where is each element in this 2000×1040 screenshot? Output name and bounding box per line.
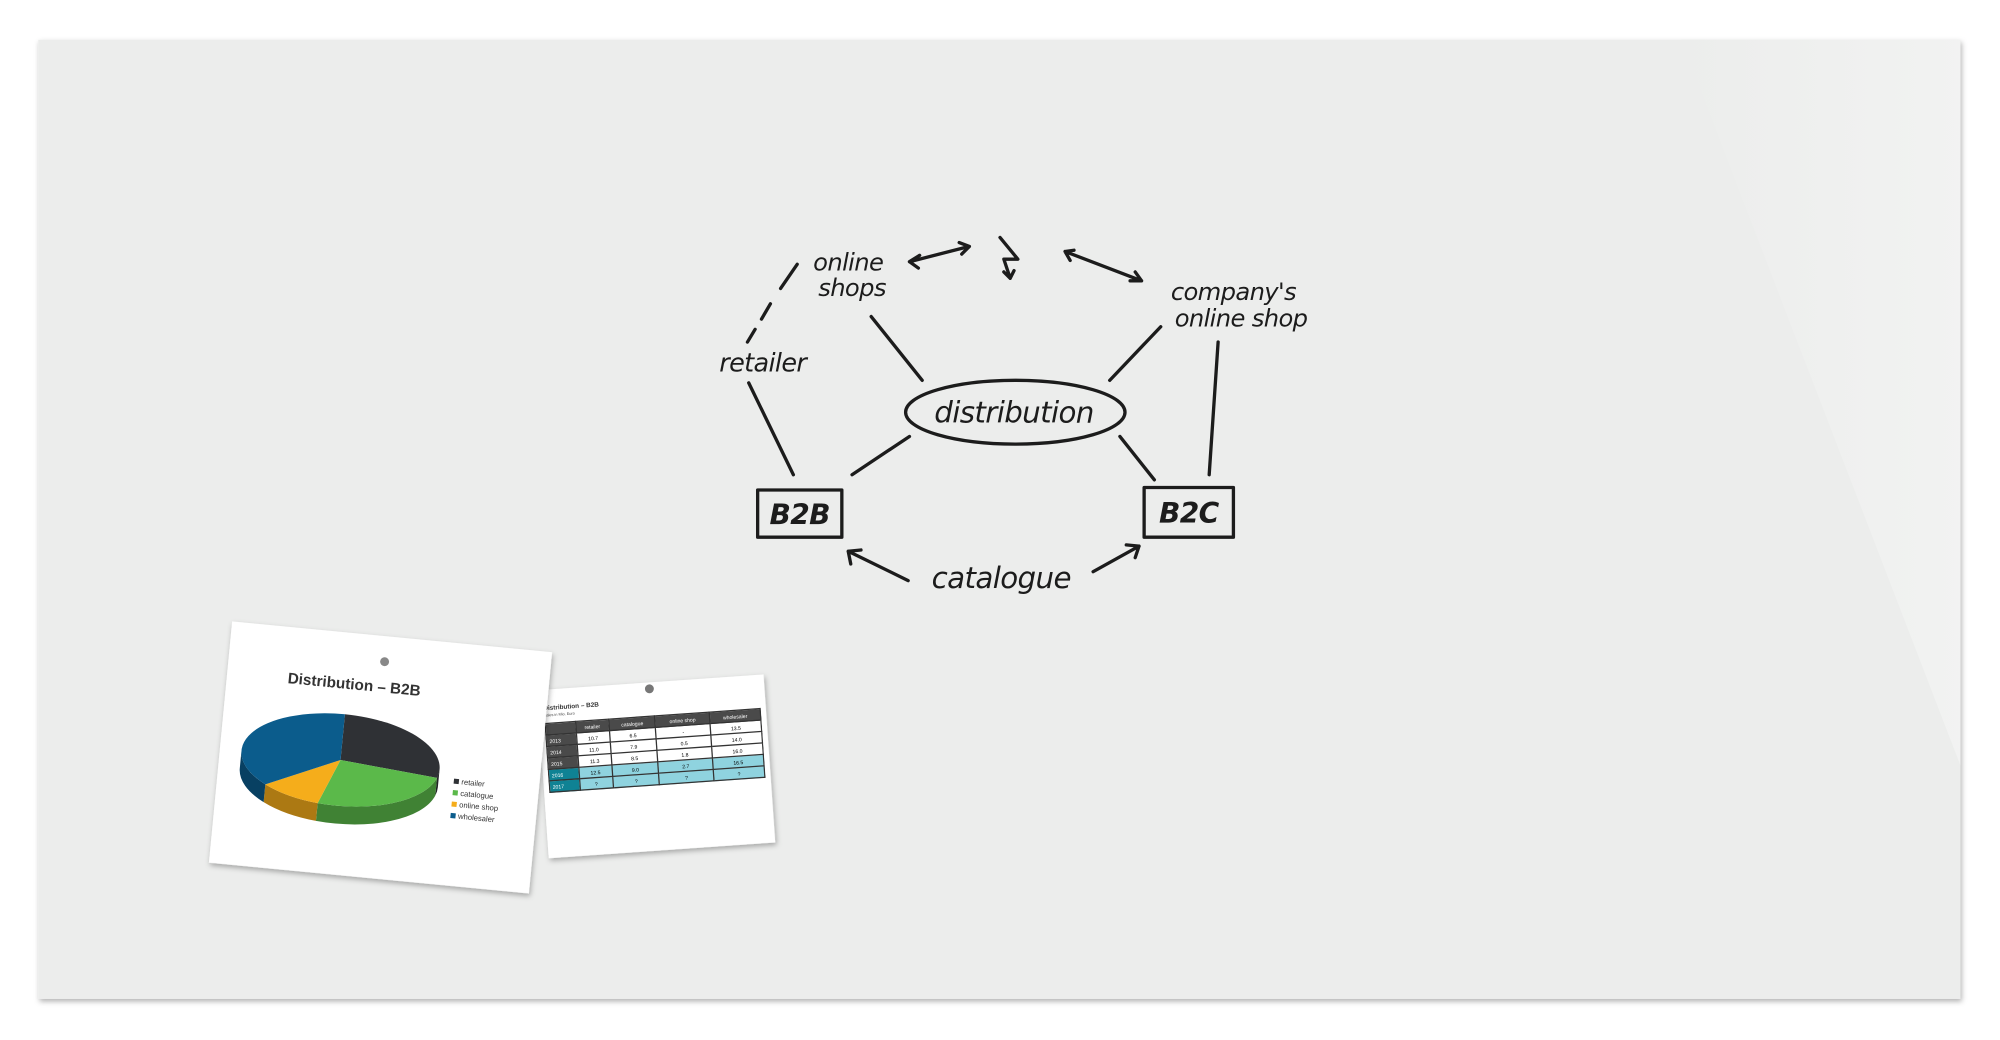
label-b2c: B2C	[1159, 497, 1220, 530]
legend-label: wholesaler	[457, 812, 496, 825]
label-company-2: online shop	[1175, 305, 1308, 333]
legend-label: catalogue	[460, 789, 494, 801]
legend-swatch	[452, 790, 459, 796]
legend-label: retailer	[461, 777, 486, 788]
arrow-to-b2b	[846, 548, 910, 583]
label-catalogue: catalogue	[932, 561, 1071, 595]
table-slide[interactable]: Distribution – B2B Sales in Mio. Euro re…	[536, 674, 776, 859]
pie-slice-online-shop	[265, 759, 341, 804]
magnet[interactable]	[644, 684, 655, 694]
double-arrow-left	[907, 240, 972, 270]
pie-side-retailer	[435, 769, 440, 796]
sketch-lines	[745, 235, 1236, 583]
value-cell: ?	[612, 773, 660, 788]
b2b-box	[755, 488, 844, 539]
pie-side-wholesaler	[239, 750, 266, 803]
pie-slice-retailer	[340, 714, 440, 778]
lightning-icon	[998, 235, 1020, 280]
label-online-shops-1: online	[813, 249, 883, 277]
double-arrow-right	[1063, 248, 1144, 283]
year-cell: 2017	[549, 778, 580, 793]
label-retailer: retailer	[719, 348, 808, 378]
value-cell: ?	[713, 765, 765, 781]
legend-swatch	[453, 778, 460, 785]
pie-side-online-shop	[263, 784, 318, 821]
legend-swatch	[450, 812, 456, 819]
glass-reflection	[1681, 39, 1961, 999]
legend-swatch	[451, 801, 457, 808]
arrow-to-b2c	[1091, 543, 1141, 574]
label-company-1: company's	[1171, 278, 1297, 306]
pie-slice-catalogue	[317, 759, 437, 807]
distribution-ellipse	[903, 378, 1127, 446]
b2c-box	[1142, 485, 1236, 539]
label-b2b: B2B	[770, 498, 830, 531]
value-cell: ?	[579, 776, 614, 791]
label-distribution: distribution	[934, 395, 1093, 429]
pie-chart	[239, 713, 440, 825]
legend-label: online shop	[459, 800, 499, 813]
label-online-shops-2: shops	[818, 274, 887, 302]
pie-slice-wholesaler	[241, 713, 345, 785]
magnet[interactable]	[380, 657, 390, 667]
pie-slide[interactable]: Distribution – B2B retailercatalogueonli…	[208, 621, 553, 894]
value-cell: ?	[658, 769, 715, 785]
pie-side-catalogue	[315, 777, 437, 825]
